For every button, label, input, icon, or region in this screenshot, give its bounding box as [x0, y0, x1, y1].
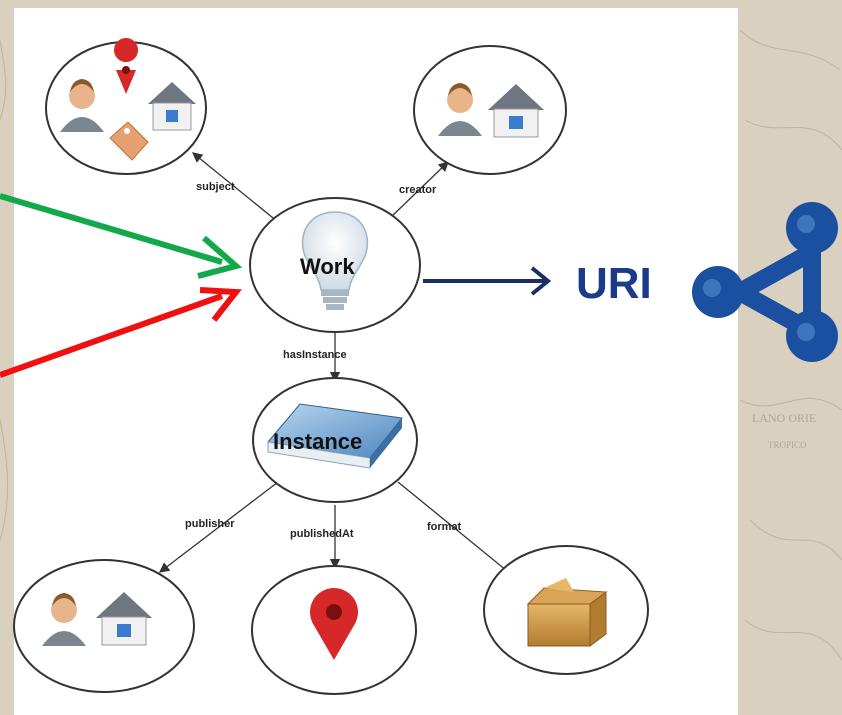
person-icon	[438, 83, 482, 136]
format-node	[483, 545, 649, 675]
box-icon	[526, 578, 608, 647]
location-pin-icon	[114, 38, 139, 94]
svg-text:TROPICO: TROPICO	[768, 440, 807, 450]
edge-label-subject: subject	[196, 181, 235, 193]
lightbulb-icon	[301, 211, 369, 310]
instance-node: Instance	[252, 377, 418, 503]
edge-label-creator: creator	[399, 184, 437, 196]
instance-label: Instance	[273, 429, 362, 454]
published-at-node	[251, 565, 417, 695]
edges	[158, 152, 514, 576]
location-pin-icon	[310, 588, 358, 660]
rdf-logo-icon	[692, 202, 838, 362]
edge-format-line	[397, 481, 514, 576]
house-icon	[488, 84, 544, 138]
house-icon	[148, 82, 196, 131]
uri-arrow	[423, 266, 552, 296]
uri-label: URI	[576, 259, 652, 308]
tag-icon	[109, 121, 149, 161]
edge-label-format: format	[427, 521, 462, 533]
book-icon	[267, 403, 403, 469]
house-icon	[96, 592, 152, 646]
work-node: Work	[249, 197, 421, 333]
person-icon	[60, 79, 104, 132]
creator-node	[413, 45, 567, 175]
edge-creator-line	[389, 161, 449, 219]
red-arrow	[0, 287, 242, 378]
svg-text:LANO ORIE: LANO ORIE	[752, 411, 816, 425]
work-label: Work	[300, 254, 355, 279]
green-arrow	[0, 193, 243, 279]
edge-subject-line	[191, 152, 279, 223]
edge-label-publishedat: publishedAt	[290, 528, 354, 540]
publisher-node	[13, 559, 195, 693]
edge-label-publisher: publisher	[185, 518, 235, 530]
subject-node	[45, 38, 207, 175]
edge-publisher-line	[158, 481, 279, 573]
edge-label-hasinstance: hasInstance	[283, 349, 347, 361]
person-icon	[42, 593, 86, 646]
